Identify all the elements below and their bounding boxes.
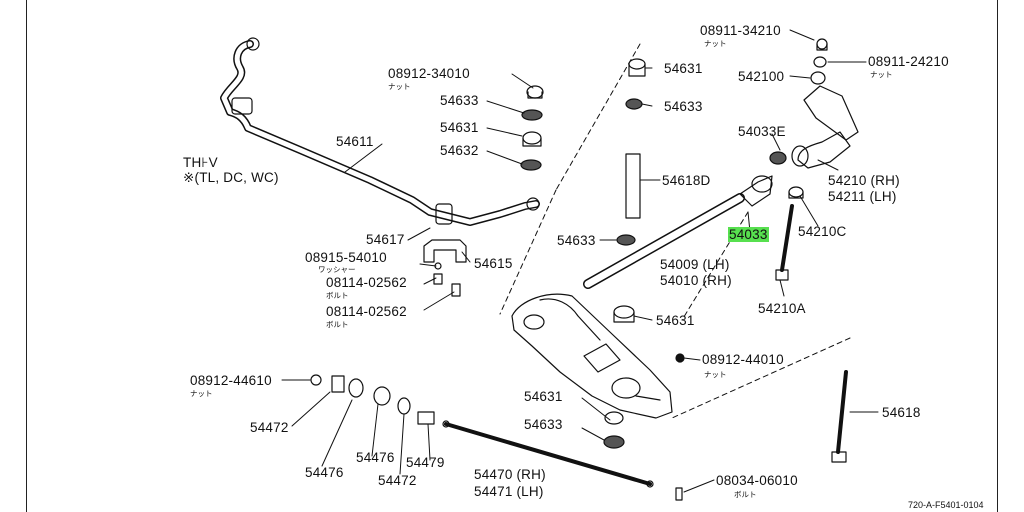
lower-control-arm bbox=[511, 293, 673, 419]
bolt-54210A bbox=[775, 204, 794, 281]
label-54476-b: 54476 bbox=[356, 450, 395, 465]
stabilizer-bracket bbox=[423, 239, 467, 297]
label-08034-06010-sub: ボルト bbox=[734, 490, 757, 499]
label-08114-a-sub: ボルト bbox=[326, 291, 349, 300]
lower-stabilizer-rod bbox=[442, 420, 683, 501]
label-54472-a: 54472 bbox=[250, 420, 289, 435]
label-08911-34210-sub: ナット bbox=[704, 39, 727, 48]
label-08915-54010: 08915-54010 bbox=[305, 250, 387, 265]
label-54631-left: 54631 bbox=[440, 120, 479, 135]
label-54210A: 54210A bbox=[758, 301, 806, 316]
label-54611: 54611 bbox=[336, 134, 374, 149]
label-54210C: 54210C bbox=[798, 224, 847, 239]
diagram-frame bbox=[26, 0, 998, 512]
label-54618: 54618 bbox=[882, 405, 921, 420]
label-08911-24210: 08911-24210 bbox=[868, 54, 949, 69]
label-08912-44010-sub: ナット bbox=[704, 370, 727, 379]
stabilizer-bar bbox=[220, 37, 540, 226]
label-08114-b: 08114-02562 bbox=[326, 304, 407, 319]
label-08912-34010: 08912-34010 bbox=[388, 66, 470, 81]
lower-bushings bbox=[310, 374, 435, 425]
label-54033-highlighted: 54033 bbox=[728, 227, 769, 242]
label-08912-44610-sub: ナット bbox=[190, 389, 213, 398]
note-line-2: ※(TL, DC, WC) bbox=[183, 170, 279, 185]
label-54617: 54617 bbox=[366, 232, 405, 247]
figure-code: 720-A-F5401-0104 bbox=[908, 500, 984, 510]
label-54631-top: 54631 bbox=[664, 61, 703, 76]
strut-hardware-column bbox=[603, 58, 685, 449]
label-54633-left: 54633 bbox=[440, 93, 479, 108]
label-08114-a: 08114-02562 bbox=[326, 275, 407, 290]
label-08114-b-sub: ボルト bbox=[326, 320, 349, 329]
label-54618D: 54618D bbox=[662, 173, 711, 188]
label-54633-low: 54633 bbox=[524, 417, 563, 432]
label-08912-44010: 08912-44010 bbox=[702, 352, 784, 367]
label-08915-54010-sub: ワッシャー bbox=[318, 265, 356, 274]
stabilizer-hardware-stack bbox=[520, 85, 544, 171]
label-54479: 54479 bbox=[406, 455, 445, 470]
label-54471: 54471 (LH) bbox=[474, 484, 544, 499]
leader-lines bbox=[281, 29, 879, 493]
label-08911-24210-sub: ナット bbox=[870, 70, 893, 79]
label-08911-34210: 08911-34210 bbox=[700, 23, 781, 38]
label-54476-a: 54476 bbox=[305, 465, 344, 480]
label-54632: 54632 bbox=[440, 143, 479, 158]
label-54009: 54009 (LH) bbox=[660, 257, 730, 272]
label-54010: 54010 (RH) bbox=[660, 273, 732, 288]
label-54210: 54210 (RH) bbox=[828, 173, 900, 188]
note-line-1: TH⊦V bbox=[183, 155, 218, 170]
label-08034-06010: 08034-06010 bbox=[716, 473, 798, 488]
label-54033E: 54033E bbox=[738, 124, 786, 139]
long-bolt-54618 bbox=[831, 370, 848, 463]
highlight-54033: 54033 bbox=[728, 227, 769, 242]
label-54211: 54211 (LH) bbox=[828, 189, 897, 204]
label-54633-top: 54633 bbox=[664, 99, 703, 114]
upper-arm-bracket bbox=[769, 38, 859, 199]
label-54631-low: 54631 bbox=[524, 389, 563, 404]
label-08912-34010-sub: ナット bbox=[388, 82, 411, 91]
label-54615: 54615 bbox=[474, 256, 513, 271]
label-542100: 542100 bbox=[738, 69, 785, 84]
strut-rod bbox=[583, 175, 773, 289]
label-08912-44610: 08912-44610 bbox=[190, 373, 272, 388]
label-54631-mid: 54631 bbox=[656, 313, 695, 328]
label-54633-mid: 54633 bbox=[557, 233, 596, 248]
label-54472-b: 54472 bbox=[378, 473, 417, 488]
label-54470: 54470 (RH) bbox=[474, 467, 546, 482]
